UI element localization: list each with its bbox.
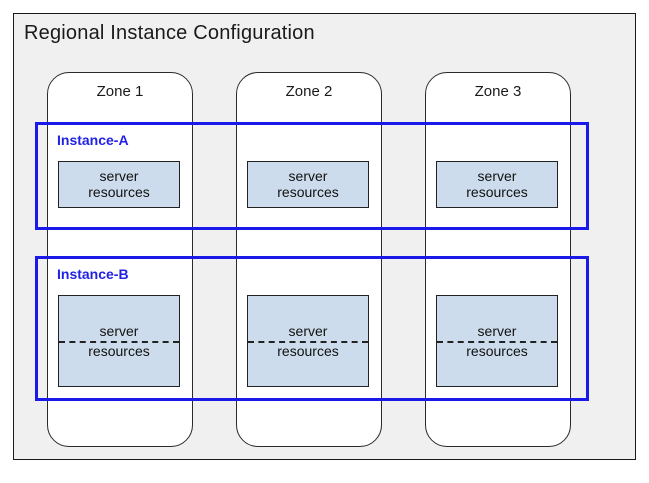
- instance-label-a: Instance-A: [57, 132, 129, 148]
- resource-line-1: server: [477, 167, 517, 184]
- resource-box-a-zone3[interactable]: server resources: [436, 161, 558, 208]
- resource-line-2: resources: [466, 343, 528, 359]
- resource-box-b-zone1[interactable]: server resources: [58, 295, 180, 387]
- resource-line-1: server: [288, 323, 328, 339]
- zone-label-2: Zone 2: [285, 83, 333, 100]
- resource-divider-dashed: [248, 341, 368, 343]
- page-title: Regional Instance Configuration: [24, 22, 315, 44]
- resource-box-b-zone2[interactable]: server resources: [247, 295, 369, 387]
- resource-line-1: server: [288, 167, 328, 184]
- resource-box-a-zone2[interactable]: server resources: [247, 161, 369, 208]
- instance-band-b[interactable]: Instance-B: [35, 256, 589, 401]
- resource-line-2: resources: [466, 183, 528, 200]
- resource-box-a-zone2-text: server resources: [248, 162, 368, 207]
- resource-box-b-zone3[interactable]: server resources: [436, 295, 558, 387]
- resource-line-1: server: [99, 167, 139, 184]
- resource-divider-dashed: [59, 341, 179, 343]
- resource-line-2: resources: [88, 183, 150, 200]
- instance-label-b: Instance-B: [57, 266, 129, 282]
- resource-box-a-zone1-text: server resources: [59, 162, 179, 207]
- resource-box-a-zone1[interactable]: server resources: [58, 161, 180, 208]
- resource-line-2: resources: [88, 343, 150, 359]
- resource-line-1: server: [477, 323, 517, 339]
- zone-label-1: Zone 1: [96, 83, 144, 100]
- resource-line-2: resources: [277, 183, 339, 200]
- zone-label-3: Zone 3: [474, 83, 522, 100]
- resource-line-1: server: [99, 323, 139, 339]
- resource-box-a-zone3-text: server resources: [437, 162, 557, 207]
- resource-line-2: resources: [277, 343, 339, 359]
- resource-divider-dashed: [437, 341, 557, 343]
- instance-band-a[interactable]: Instance-A: [35, 122, 589, 230]
